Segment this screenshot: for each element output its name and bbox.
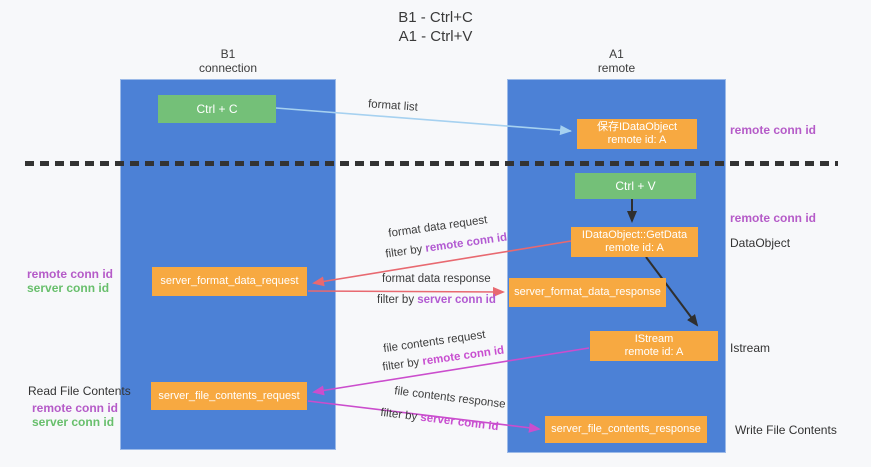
edge-label-filter-server-1: filter by server conn id xyxy=(377,294,496,306)
node-getdata-line1: IDataObject::GetData xyxy=(581,229,688,241)
node-format-request-label: server_format_data_request xyxy=(160,275,299,287)
annotation-istream: Istream xyxy=(730,341,771,355)
node-save-idataobject: 保存IDataObject remote id: A xyxy=(577,119,697,149)
format-data-response-text: format data response xyxy=(382,273,491,285)
node-istream: IStream remote id: A xyxy=(590,331,718,361)
server-conn-id-highlight: server conn id xyxy=(417,294,496,306)
node-server-file-contents-request: server_file_contents_request xyxy=(151,382,307,410)
node-idataobject-getdata: IDataObject::GetData remote id: A xyxy=(571,227,698,257)
lane-header-right: A1 remote xyxy=(507,47,726,75)
node-ctrl-c: Ctrl + C xyxy=(158,95,276,123)
edge-label-format-list: format list xyxy=(368,98,419,113)
annotation-left-remote-conn-id: remote conn id xyxy=(27,267,114,281)
filter-by-text: filter by xyxy=(379,406,422,424)
edge-label-format-data-response: format data response xyxy=(382,273,491,285)
edge-label-file-contents-response: file contents response xyxy=(394,385,507,411)
format-list-text: format list xyxy=(367,98,419,114)
node-ctrl-c-label: Ctrl + C xyxy=(196,101,238,116)
annotation-write-file-contents: Write File Contents xyxy=(735,423,837,437)
annotation-remote-conn-id-mid: remote conn id xyxy=(730,211,817,225)
title-line-1: B1 - Ctrl+C xyxy=(398,9,473,26)
annotation-left-server-conn-id: server conn id xyxy=(27,281,110,295)
lane-right-role: remote xyxy=(597,61,636,75)
node-file-response-label: server_file_contents_response xyxy=(551,423,701,435)
lane-right-name: A1 xyxy=(609,47,624,61)
node-ctrl-v: Ctrl + V xyxy=(575,173,696,199)
node-save-idataobject-line1: 保存IDataObject xyxy=(596,121,678,133)
annotation-read-file-contents: Read File Contents xyxy=(28,384,131,398)
lane-header-left: B1 connection xyxy=(120,47,336,75)
node-server-format-data-response: server_format_data_response xyxy=(509,278,666,307)
filter-by-text: filter by xyxy=(384,242,427,261)
annotation-dataobject: DataObject xyxy=(730,236,791,250)
arrow-format-data-response xyxy=(307,286,505,297)
annotation-left-server-conn-id-2: server conn id xyxy=(32,415,115,429)
edge-label-filter-server-2: filter by server conn id xyxy=(380,407,499,433)
remote-conn-id-highlight: remote conn id xyxy=(424,231,508,255)
node-format-response-label: server_format_data_response xyxy=(514,286,661,298)
filter-by-text: filter by xyxy=(381,355,424,374)
lane-left-role: connection xyxy=(198,61,258,75)
lane-left-name: B1 xyxy=(220,47,236,61)
node-getdata-line2: remote id: A xyxy=(605,242,664,254)
node-istream-line1: IStream xyxy=(634,333,674,345)
annotation-left-remote-conn-id-2: remote conn id xyxy=(32,401,119,415)
server-conn-id-highlight: server conn id xyxy=(419,411,500,434)
node-server-file-contents-response: server_file_contents_response xyxy=(545,416,707,443)
node-save-idataobject-line2: remote id: A xyxy=(607,134,667,146)
node-file-request-label: server_file_contents_request xyxy=(158,389,300,402)
file-contents-response-text: file contents response xyxy=(393,385,507,411)
node-server-format-data-request: server_format_data_request xyxy=(152,267,307,296)
page-title: B1 - Ctrl+C A1 - Ctrl+V xyxy=(0,8,871,46)
phase-divider-dashed-line xyxy=(25,161,838,166)
title-line-2: A1 - Ctrl+V xyxy=(398,28,473,45)
annotation-remote-conn-id-top: remote conn id xyxy=(730,123,817,137)
node-ctrl-v-label: Ctrl + V xyxy=(615,178,656,193)
filter-by-text: filter by xyxy=(377,294,418,306)
node-istream-line2: remote id: A xyxy=(624,346,684,358)
